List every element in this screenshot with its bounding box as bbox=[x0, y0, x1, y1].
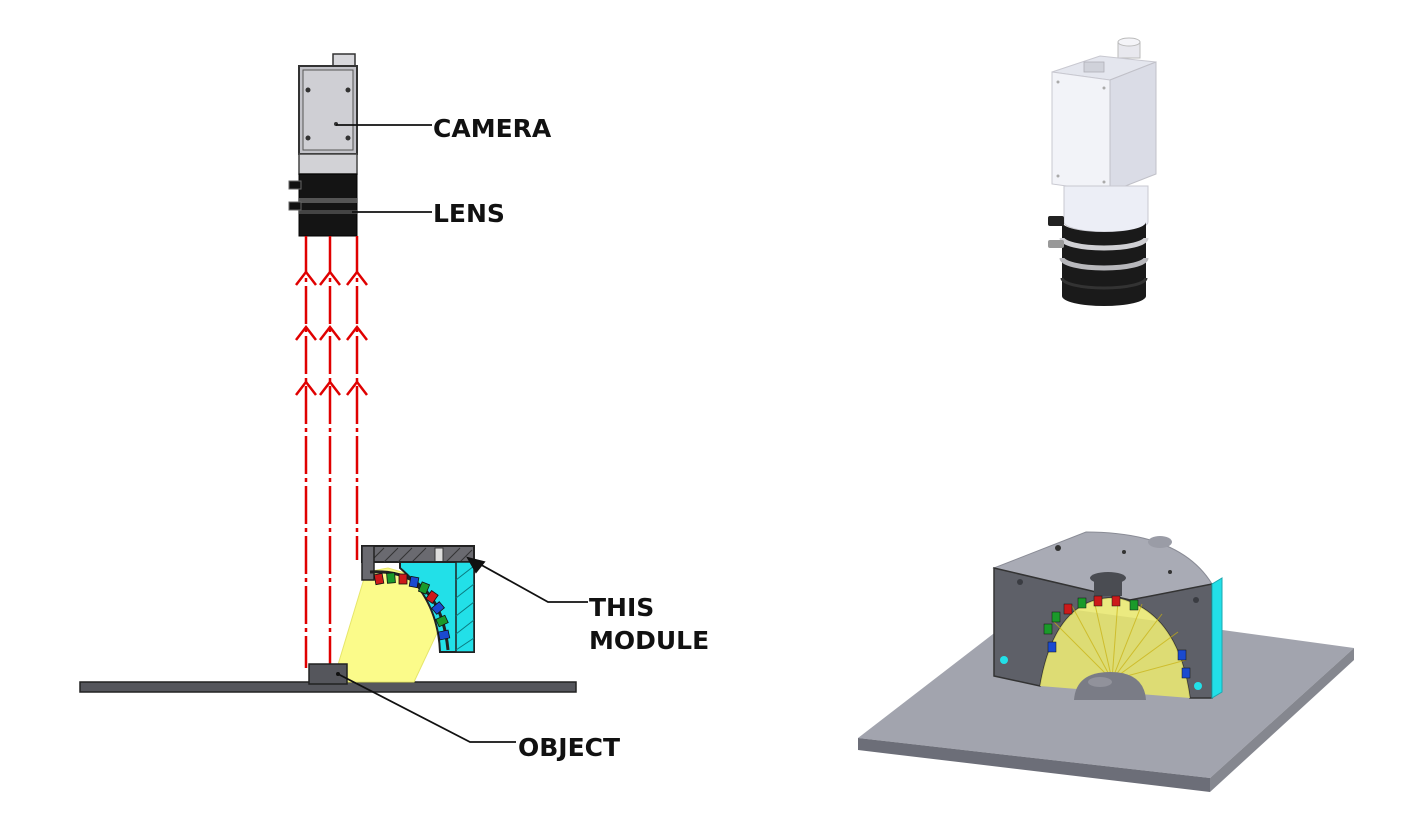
object-label: OBJECT bbox=[518, 733, 620, 762]
lens-iso bbox=[1048, 216, 1149, 306]
side-view: CAMERA LENS THIS MODULE OBJECT bbox=[79, 53, 709, 762]
object-side bbox=[308, 663, 348, 685]
camera-iso bbox=[1051, 37, 1157, 233]
iso-view bbox=[858, 37, 1354, 792]
light-rays bbox=[295, 236, 368, 668]
arrow-up-icon bbox=[295, 379, 317, 396]
arrow-up-icon bbox=[346, 324, 368, 341]
arrow-up-icon bbox=[319, 379, 341, 396]
module-iso bbox=[992, 531, 1223, 700]
ray-arrowheads bbox=[295, 269, 368, 396]
arrow-up-icon bbox=[319, 324, 341, 341]
lens-side bbox=[288, 173, 358, 237]
arrow-up-icon bbox=[319, 269, 341, 286]
object-leader bbox=[337, 673, 516, 743]
module-side bbox=[361, 545, 475, 653]
module-label-line2: MODULE bbox=[589, 626, 709, 655]
arrow-up-icon bbox=[295, 324, 317, 341]
arrow-up-icon bbox=[295, 269, 317, 286]
module-label-line1: THIS bbox=[589, 593, 654, 622]
module-leader bbox=[475, 561, 588, 603]
lens-label: LENS bbox=[433, 199, 505, 228]
camera-side bbox=[298, 53, 358, 175]
leader-lines bbox=[336, 124, 588, 743]
arrowhead-icon bbox=[466, 556, 486, 574]
camera-label: CAMERA bbox=[433, 114, 552, 143]
arrow-up-icon bbox=[346, 379, 368, 396]
arrow-up-icon bbox=[346, 269, 368, 286]
